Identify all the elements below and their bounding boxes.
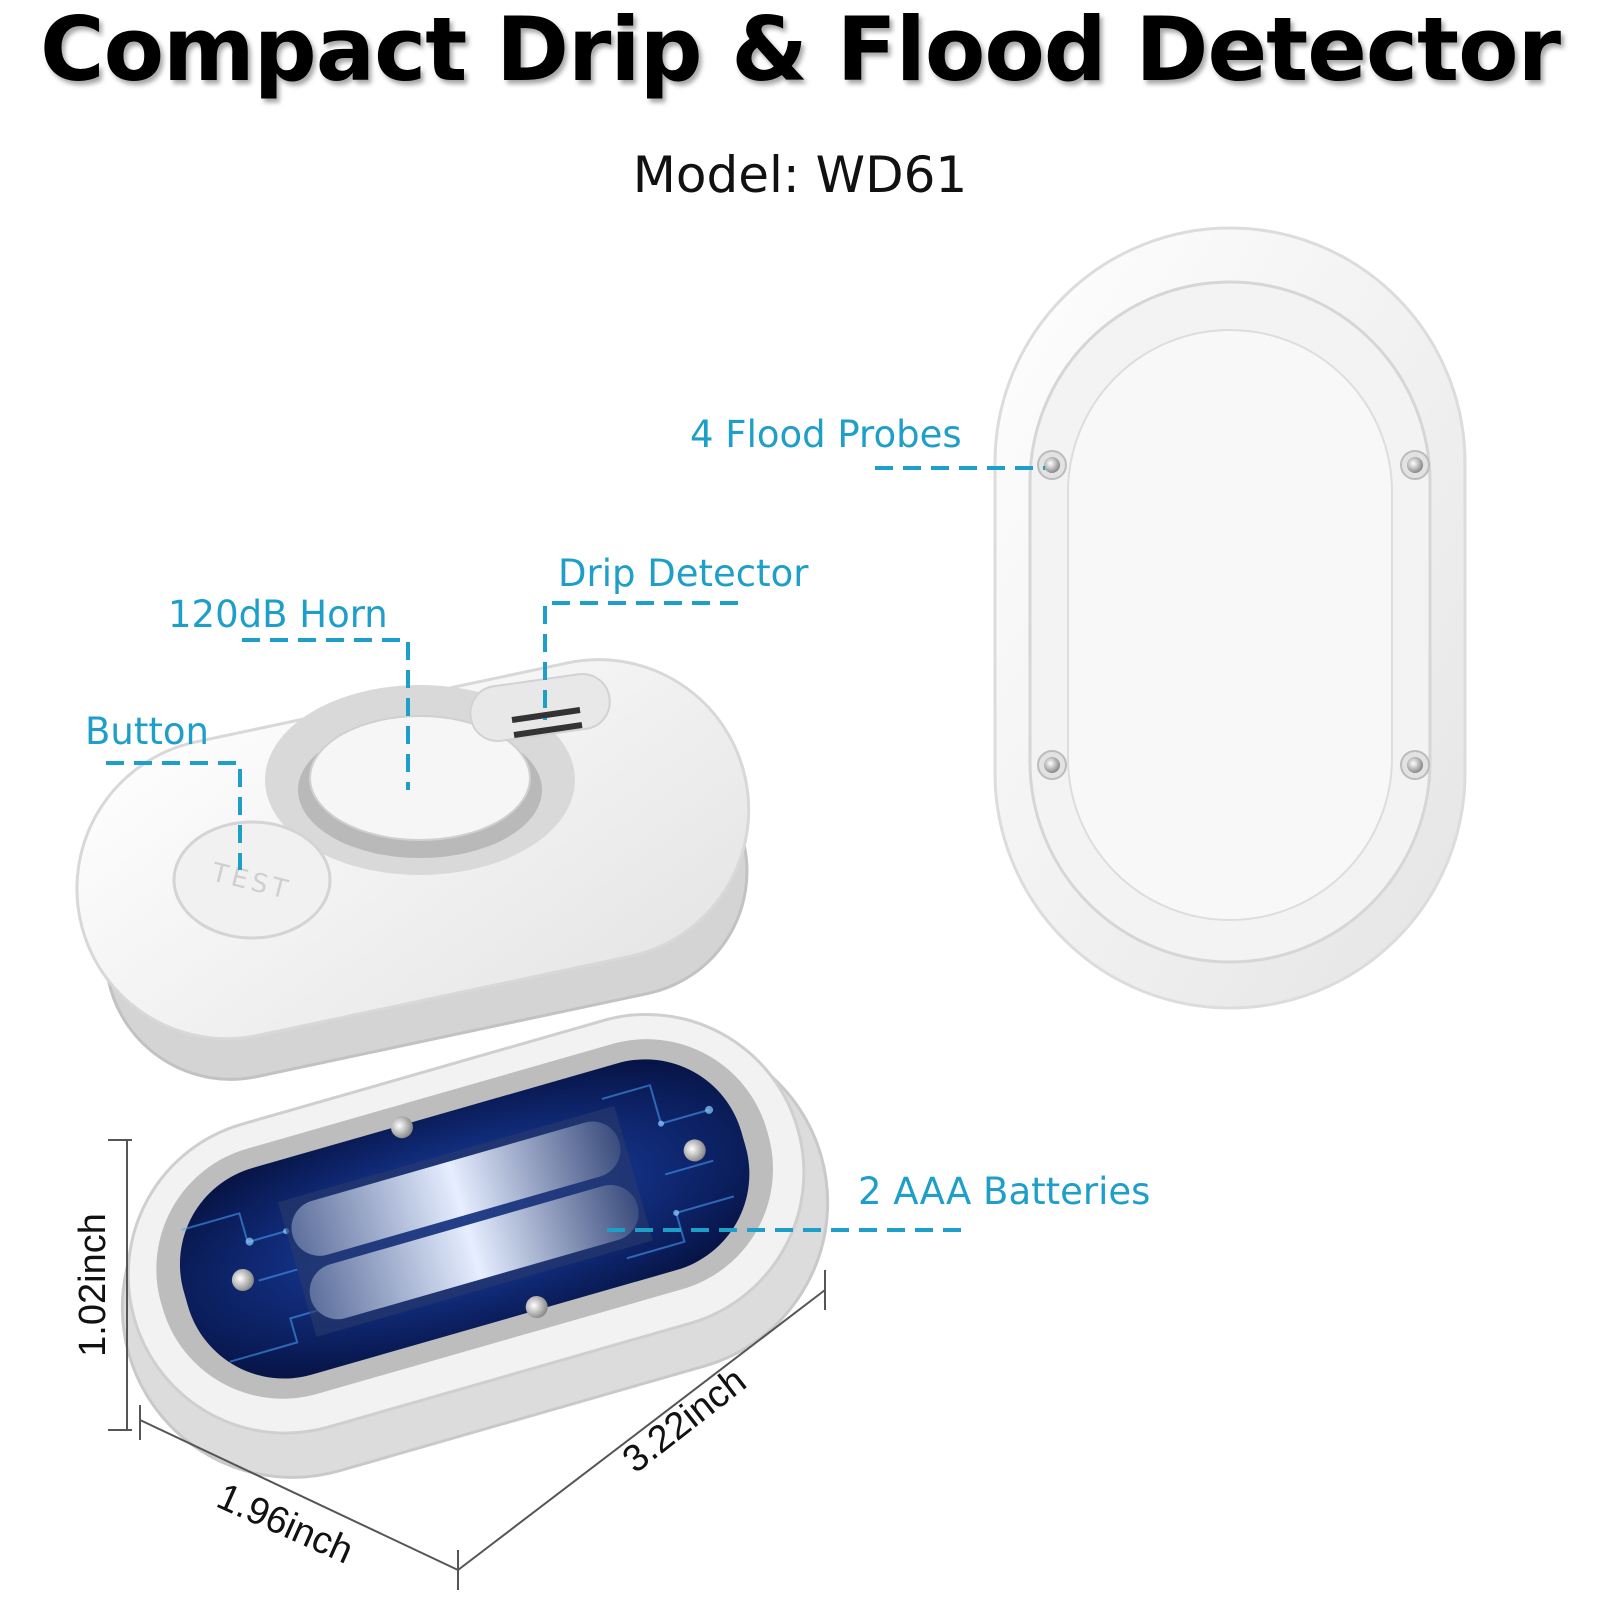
flood-probe: [1400, 750, 1430, 780]
callout-flood-probes: 4 Flood Probes: [690, 413, 962, 456]
drip-detector: [469, 673, 611, 742]
screw-icon: [525, 1296, 548, 1319]
horn: [265, 685, 575, 875]
flood-probe: [1400, 450, 1430, 480]
test-button: TEST: [172, 820, 332, 940]
callout-drip-detector: Drip Detector: [558, 552, 809, 595]
detector-back-view: [993, 226, 1467, 1010]
detector-top-cover: TEST: [75, 658, 751, 1081]
battery-compartment: [120, 1012, 830, 1479]
width-dimension: 1.96inch: [211, 1476, 359, 1573]
callout-horn: 120dB Horn: [168, 593, 388, 636]
aaa-battery: [309, 1184, 639, 1320]
button-leader: [106, 761, 242, 870]
height-dimension: 1.02inch: [72, 1213, 114, 1357]
drip-detector-leader: [543, 601, 738, 720]
screw-icon: [683, 1139, 706, 1162]
flood-probe: [1037, 750, 1067, 780]
screw-icon: [390, 1116, 413, 1139]
screw-icon: [231, 1268, 254, 1291]
aaa-battery: [291, 1121, 621, 1256]
flood-probe: [1037, 450, 1067, 480]
page-title: Compact Drip & Flood Detector: [40, 0, 1561, 101]
callout-batteries: 2 AAA Batteries: [858, 1170, 1151, 1213]
model-number: Model: WD61: [632, 146, 968, 204]
dimension-lines: [108, 1139, 826, 1590]
horn-leader: [242, 638, 410, 790]
callout-leaders: [106, 466, 1045, 1232]
callout-button: Button: [85, 710, 209, 753]
